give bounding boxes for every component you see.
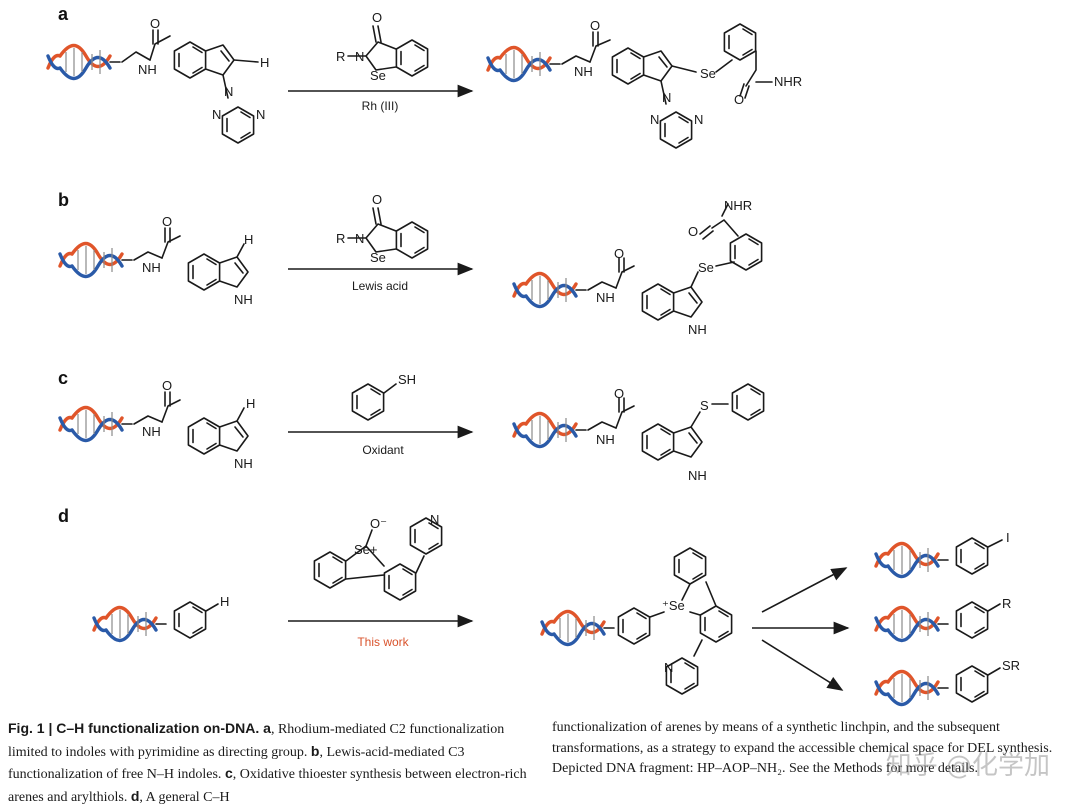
caption-letter-b: b — [310, 742, 320, 759]
atom-nh-a2: NH — [574, 64, 593, 79]
linchpin-reagent-d — [313, 517, 443, 601]
atom-h-c1: H — [246, 396, 255, 411]
atom-nh-b2: NH — [234, 292, 253, 307]
atom-o-b1: O — [162, 214, 172, 229]
indole-product-a — [561, 23, 773, 149]
atom-nh-c2: NH — [234, 456, 253, 471]
atom-n-a7: N — [694, 112, 703, 127]
atom-r-d1: R — [1002, 596, 1011, 611]
panel-label-a: a — [58, 4, 69, 24]
caption-text-c: , Oxidative thioester synthesis between … — [8, 767, 527, 805]
dna-fragment-a-product — [486, 45, 562, 83]
atom-r-b1: R — [336, 231, 345, 246]
atom-n-a6: N — [650, 112, 659, 127]
arene-substrate-d — [173, 601, 219, 639]
indole-substrate-b — [133, 227, 249, 291]
watermark: 知乎 @化学加 — [885, 751, 1050, 781]
figure-caption-right: functionalization of arenes by means of … — [552, 720, 1053, 776]
atom-o-a3: O — [590, 18, 600, 33]
atom-n-a1: N — [224, 84, 233, 99]
atom-h-a1: H — [260, 55, 269, 70]
atom-n-a4: N — [355, 49, 364, 64]
dna-fragment-a-start — [46, 43, 122, 81]
atom-o-b4: O — [688, 224, 698, 239]
caption-letter-d: d — [130, 787, 140, 804]
caption-letter-c: c — [224, 765, 233, 781]
atom-nh-a1: NH — [138, 62, 157, 77]
atom-n-a5: N — [662, 90, 671, 105]
dna-fragment-d-product-2 — [874, 605, 950, 643]
atom-se-b2: Se — [698, 260, 714, 275]
aryl-iodide-product — [955, 537, 1003, 575]
indole-substrate-a — [121, 29, 259, 144]
figure-label: Fig. 1 | C–H functionalization on-DNA. — [8, 720, 260, 736]
atom-n-a3: N — [256, 107, 265, 122]
atom-h-b1: H — [244, 232, 253, 247]
figure-caption-left: Fig. 1 | C–H functionalization on-DNA. a… — [8, 718, 528, 808]
aryl-thioether-product — [955, 665, 1001, 703]
atom-o-c2: O — [614, 386, 624, 401]
atom-se-b1: Se — [370, 250, 386, 265]
dna-fragment-d-start — [92, 605, 168, 643]
dna-fragment-c-product — [512, 411, 588, 449]
ebselen-reagent-b — [347, 207, 429, 259]
atom-r-a1: R — [336, 49, 345, 64]
atom-o-a1: O — [150, 16, 160, 31]
atom-nh-c1: NH — [142, 424, 161, 439]
atom-nh-b1: NH — [142, 260, 161, 275]
condition-b: Lewis acid — [352, 279, 408, 293]
aryl-alkyl-product — [955, 601, 1001, 639]
condition-c: Oxidant — [362, 443, 404, 457]
caption-text-a: , Rhodium-mediated C2 functionalization … — [8, 722, 505, 760]
dna-fragment-c-start — [58, 405, 134, 443]
atom-se-a2: Se — [700, 66, 716, 81]
reaction-arrow-d-thio — [761, 639, 844, 691]
atom-i-d1: I — [1006, 530, 1010, 545]
thiophenol-reagent-c — [351, 383, 397, 421]
reaction-arrow-d-iodo — [761, 567, 848, 613]
atom-nh-b3: NH — [596, 290, 615, 305]
condition-a: Rh (III) — [362, 99, 399, 113]
condition-d: This work — [357, 635, 409, 649]
selenonium-intermediate-d — [617, 547, 733, 695]
indole-substrate-c — [133, 391, 249, 455]
atom-nhr-b1: NHR — [724, 198, 752, 213]
atom-seplus-d1: Se+ — [354, 542, 378, 557]
atom-sr-d1: SR — [1002, 658, 1020, 673]
atom-n-a2: N — [212, 107, 221, 122]
atom-plusse-d1: ⁺Se — [662, 598, 685, 613]
atom-o-a4: O — [734, 92, 744, 107]
atom-o-a2: O — [372, 10, 382, 25]
atom-sh-c1: SH — [398, 372, 416, 387]
caption-text-b: , Lewis-acid-mediated C3 functionalizati… — [8, 744, 465, 783]
atom-nh-c4: NH — [688, 468, 707, 483]
atom-nh-c3: NH — [596, 432, 615, 447]
indole-product-b — [587, 203, 763, 321]
panel-label-d: d — [58, 506, 69, 526]
ebselen-reagent-a — [347, 25, 429, 77]
dna-fragment-d-intermediate — [540, 609, 616, 647]
atom-h-d1: H — [220, 594, 229, 609]
atom-nh-b4: NH — [688, 322, 707, 337]
atom-se-a1: Se — [370, 68, 386, 83]
atom-o-b3: O — [614, 246, 624, 261]
dna-fragment-b-product — [512, 271, 588, 309]
atom-n-d1: N — [430, 512, 439, 527]
atom-o-c1: O — [162, 378, 172, 393]
atom-n-d2: N — [664, 660, 673, 675]
caption-text-d: , A general C–H — [139, 789, 230, 805]
atom-n-b3: N — [355, 231, 364, 246]
atom-o-b2: O — [372, 192, 382, 207]
dna-fragment-d-product-3 — [874, 669, 950, 707]
dna-fragment-b-start — [58, 241, 134, 279]
caption-letter-a: a — [259, 720, 271, 736]
panel-label-c: c — [58, 368, 68, 388]
dna-fragment-d-product-1 — [874, 541, 950, 579]
atom-s-c1: S — [700, 398, 709, 413]
atom-ominus-d1: O⁻ — [370, 516, 387, 531]
atom-nhr-a1: NHR — [774, 74, 802, 89]
indole-product-c — [587, 383, 765, 461]
panel-label-b: b — [58, 190, 69, 210]
reaction-scheme: a O NH H N N N O R N Se Rh (III) — [46, 4, 1020, 707]
